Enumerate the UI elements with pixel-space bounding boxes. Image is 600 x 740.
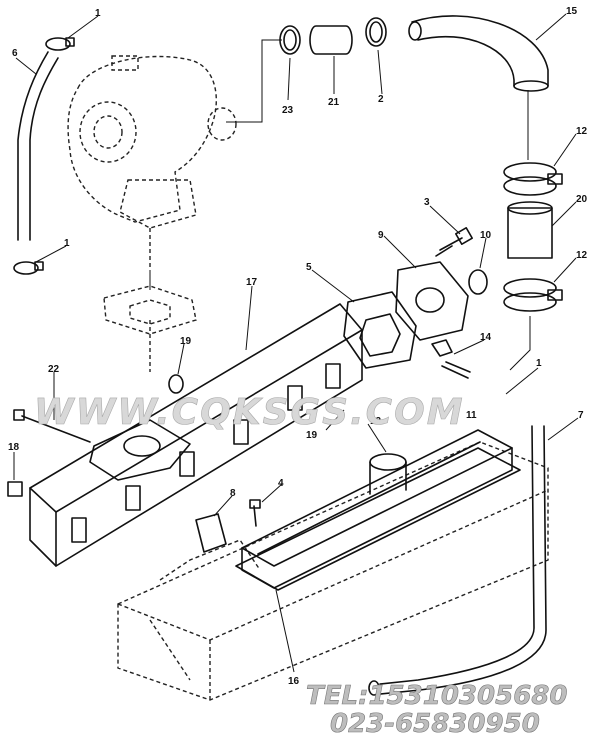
gasket-8 [195,513,227,553]
callout-16: 16 [288,676,300,687]
contact-phone: 023-65830950 [330,709,540,739]
callout-22: 22 [48,364,60,375]
clamp-1-top [45,37,75,51]
callout-5: 5 [306,262,312,273]
gasket-16 [235,447,521,591]
callout-19-mid: 19 [306,430,318,441]
callout-11: 11 [466,410,477,421]
bolt-22 [13,409,91,443]
callout-20: 20 [576,194,588,205]
clamp-2 [365,17,387,47]
callout-14: 14 [480,332,492,343]
cover-9 [395,261,469,341]
callout-12-upper: 12 [576,126,588,137]
callout-1-top: 1 [95,8,101,19]
link-line-sleeve [509,316,531,371]
gasket-5 [343,291,417,369]
callout-23: 23 [282,105,294,116]
tube-7 [368,425,547,696]
turbocharger [67,55,237,372]
contact-tel: TEL:15310305680 [306,681,567,711]
callout-13: 13 [370,416,382,427]
callout-15: 15 [566,6,578,17]
callout-8: 8 [230,488,236,499]
exhaust-gasket [103,285,197,335]
callout-7: 7 [578,410,584,421]
callout-3: 3 [424,197,430,208]
callout-12-lower: 12 [576,250,588,261]
callout-21: 21 [328,97,340,108]
exhaust-manifold-17 [29,303,363,567]
callout-10: 10 [480,230,492,241]
plug-19 [168,374,184,394]
sleeve-21 [309,25,353,55]
breather-13 [369,453,407,495]
callout-4: 4 [278,478,284,489]
callout-17: 17 [246,277,258,288]
callout-1-right: 1 [536,358,542,369]
callouts: 1 6 15 23 21 2 12 20 1 3 9 10 12 5 17 14… [8,6,588,687]
callout-18: 18 [8,442,20,453]
bolt-3 [435,227,473,257]
engine-block [117,441,549,701]
watermark: WWW.CQKSGS.COM [34,392,465,433]
clamp-1-bottom [13,261,44,275]
exhaust-flange [89,419,191,481]
clamp-12-upper [503,162,563,196]
hose-6 [17,51,59,241]
bolt-4 [249,499,261,527]
callout-6: 6 [12,48,18,59]
callout-2: 2 [378,94,384,105]
valve-cover [241,429,513,589]
sleeve-20 [507,201,553,259]
plug-18 [7,481,23,497]
clamp-12-lower [503,278,563,312]
callout-1-left: 1 [64,238,70,249]
clamp-23 [279,25,301,55]
link-line-turbo [226,39,282,123]
callout-19-left: 19 [180,336,192,347]
leader-lines [13,13,579,673]
callout-9: 9 [378,230,384,241]
fitting-14 [431,339,471,379]
elbow-hose-15 [408,15,549,92]
plug-10 [468,269,488,295]
